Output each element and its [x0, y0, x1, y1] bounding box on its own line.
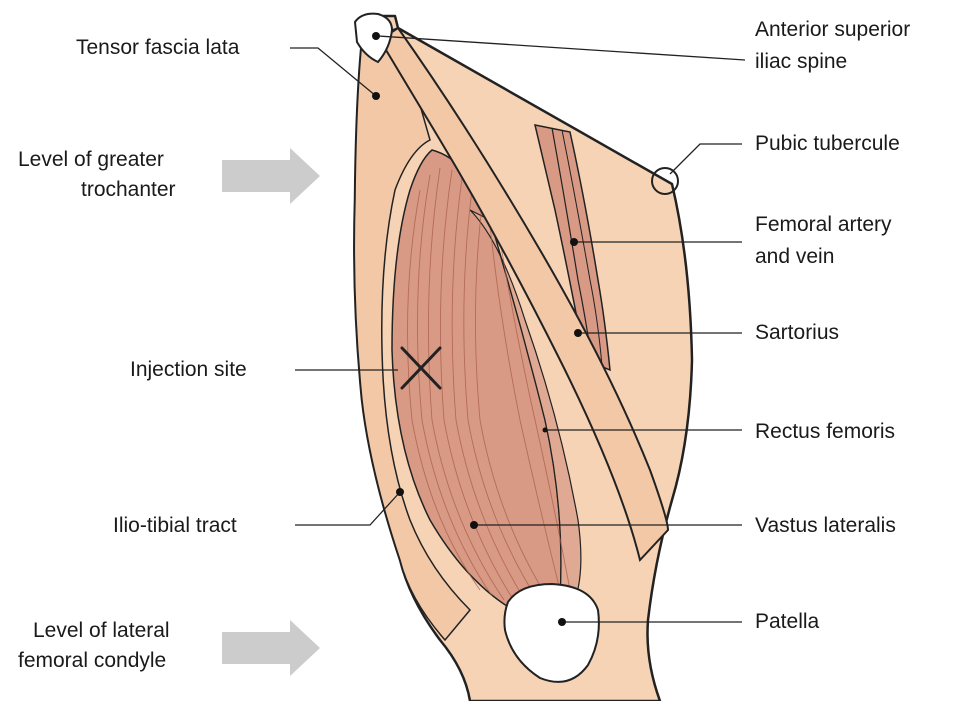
- arrow-greater-trochanter: [222, 148, 320, 204]
- label-vastus-lateralis: Vastus lateralis: [755, 512, 896, 540]
- label-patella: Patella: [755, 608, 819, 636]
- label-tensor-fascia-lata: Tensor fascia lata: [76, 34, 239, 62]
- arrow-lateral-condyle: [222, 620, 320, 676]
- label-femoral-line1: Femoral artery: [755, 211, 892, 239]
- label-level-lateral-line2: femoral condyle: [18, 647, 166, 675]
- label-rectus-femoris: Rectus femoris: [755, 418, 895, 446]
- label-ilio-tibial: Ilio-tibial tract: [113, 512, 237, 540]
- label-level-greater-line1: Level of greater: [18, 146, 164, 174]
- label-level-greater-line2: trochanter: [81, 176, 176, 204]
- label-asis-line2: iliac spine: [755, 48, 847, 76]
- label-level-lateral-line1: Level of lateral: [33, 617, 170, 645]
- label-femoral-line2: and vein: [755, 243, 834, 271]
- label-asis-line1: Anterior superior: [755, 16, 910, 44]
- label-pubic-tubercule: Pubic tubercule: [755, 130, 900, 158]
- label-injection-site: Injection site: [130, 356, 247, 384]
- label-sartorius: Sartorius: [755, 319, 839, 347]
